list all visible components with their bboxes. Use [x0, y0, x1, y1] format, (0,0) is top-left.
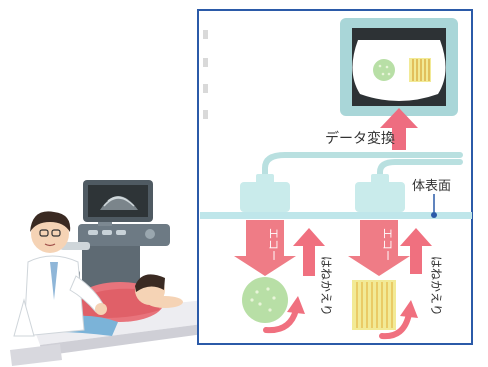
exam-bed [10, 300, 218, 366]
echo-label-left: エコー [267, 228, 280, 261]
echo-label-right: エコー [381, 228, 394, 261]
echo-arrow-left: エコー [234, 220, 296, 276]
machine-monitor [83, 180, 153, 222]
left-probe [240, 174, 290, 212]
data-conversion-label: データ変換 [325, 130, 395, 147]
bounce-up-arrow-left [293, 228, 325, 276]
bounce-label-left: はねかえり [319, 256, 333, 316]
right-probe [355, 174, 405, 212]
doctor [13, 211, 107, 337]
bounce-label-right: はねかえり [429, 256, 443, 316]
striped-tissue-bounce-arrow [379, 311, 412, 340]
to-screen-arrow [380, 108, 418, 150]
echo-arrow-right: エコー [348, 220, 410, 276]
striped-tissue [352, 280, 396, 330]
probe-cables [262, 152, 463, 181]
bounce-up-arrow-right [400, 228, 432, 274]
screen-round-echo [373, 59, 395, 81]
echo-principle-diagram: データ変換 体表面 エコー エコー [197, 9, 473, 345]
body-surface-label: 体表面 [412, 179, 451, 194]
round-tissue [242, 277, 288, 323]
ultrasound-screen [340, 18, 458, 116]
round-tissue-bounce-arrow [263, 307, 299, 334]
ultrasound-exam-scene [10, 180, 218, 366]
faint-background-text [203, 30, 208, 119]
screen-striped-echo [409, 58, 431, 82]
body-surface-line [200, 212, 472, 219]
